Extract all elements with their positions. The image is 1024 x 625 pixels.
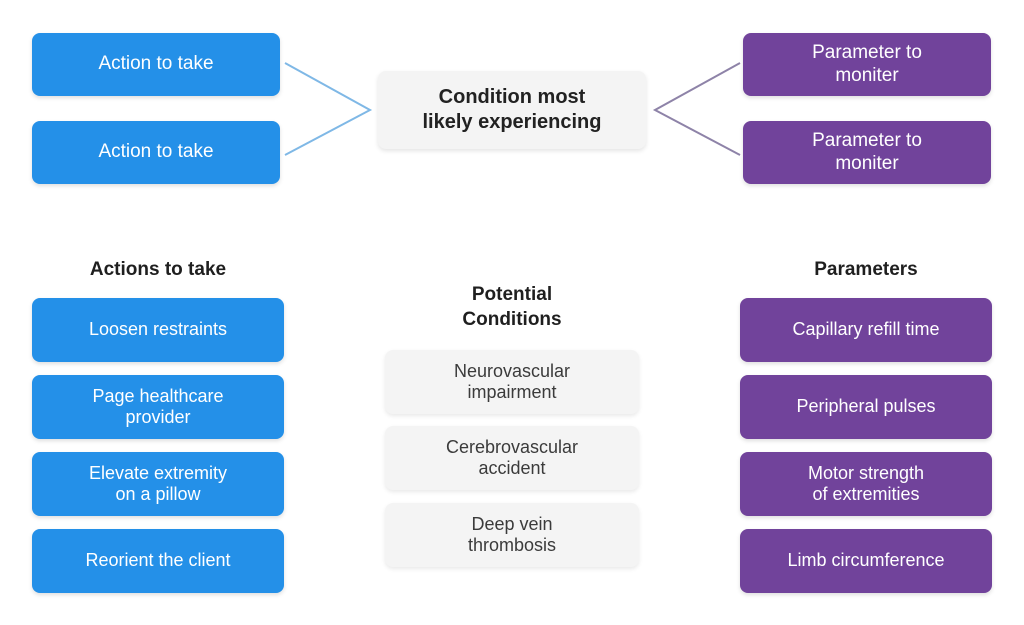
parameter-card-1[interactable]: Capillary refill time — [740, 298, 992, 362]
action-card-3[interactable]: Elevate extremity on a pillow — [32, 452, 284, 516]
condition-card-1[interactable]: Neurovascular impairment — [385, 350, 639, 414]
template-action-node-2[interactable]: Action to take — [32, 121, 280, 184]
template-parameter-node-1[interactable]: Parameter to moniter — [743, 33, 991, 96]
heading-actions-to-take: Actions to take — [89, 259, 227, 280]
template-parameter-node-2[interactable]: Parameter to moniter — [743, 121, 991, 184]
parameter-card-4[interactable]: Limb circumference — [740, 529, 992, 593]
action-card-1[interactable]: Loosen restraints — [32, 298, 284, 362]
parameter-card-2[interactable]: Peripheral pulses — [740, 375, 992, 439]
parameter-card-3[interactable]: Motor strength of extremities — [740, 452, 992, 516]
condition-card-3[interactable]: Deep vein thrombosis — [385, 503, 639, 567]
action-card-2[interactable]: Page healthcare provider — [32, 375, 284, 439]
action-card-4[interactable]: Reorient the client — [32, 529, 284, 593]
template-condition-node[interactable]: Condition most likely experiencing — [378, 71, 646, 149]
heading-parameters: Parameters — [814, 259, 918, 280]
connector-left — [284, 62, 373, 156]
condition-card-2[interactable]: Cerebrovascular accident — [385, 426, 639, 490]
connector-right — [652, 62, 741, 156]
template-action-node-1[interactable]: Action to take — [32, 33, 280, 96]
heading-potential-conditions: Potential Conditions — [462, 284, 562, 330]
